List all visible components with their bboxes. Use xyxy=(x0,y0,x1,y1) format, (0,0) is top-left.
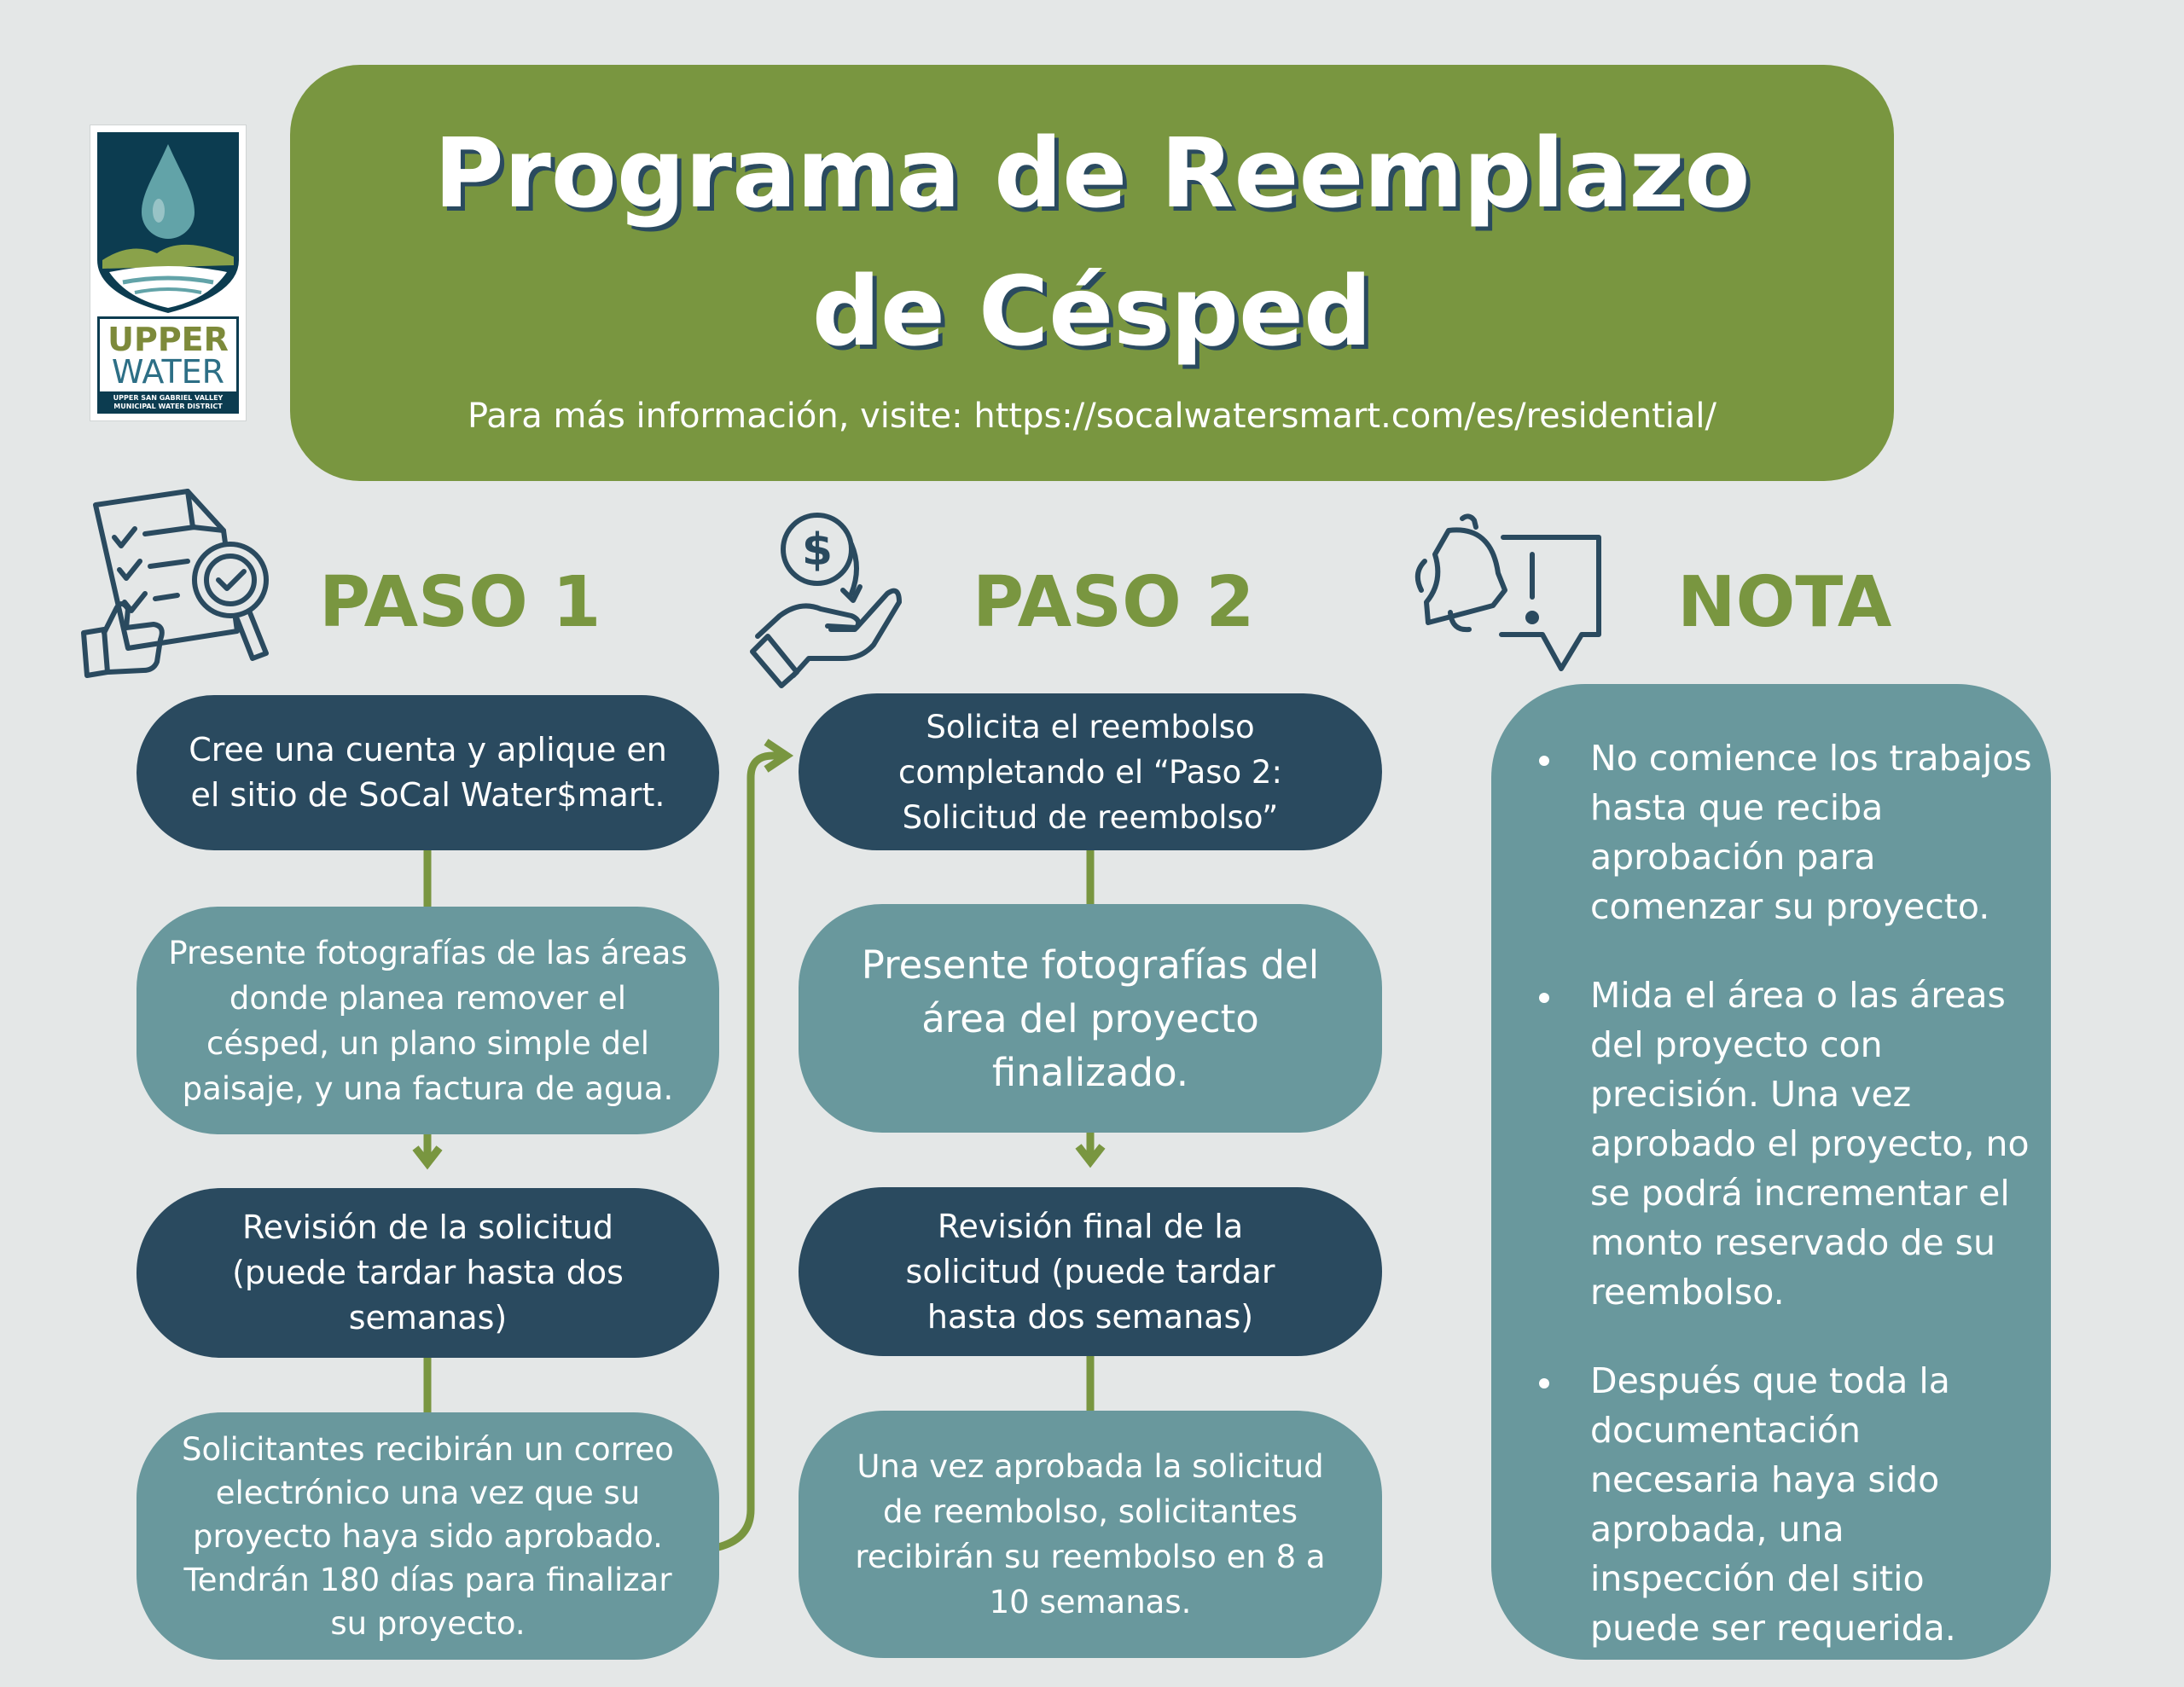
water-drop-shield-icon xyxy=(97,132,239,313)
paso-2-step-3-text: Revisión final de la solicitud (puede ta… xyxy=(905,1207,1275,1336)
paso-2-step-2-text: Presente fotografías del área del proyec… xyxy=(861,942,1320,1095)
paso-2-step-1: Solicita el reembolso completando el “Pa… xyxy=(799,693,1382,850)
bullet-icon xyxy=(1539,993,1549,1003)
svg-text:$: $ xyxy=(802,525,833,576)
logo-subline-2: MUNICIPAL WATER DISTRICT xyxy=(113,403,223,410)
page-title-line-1: Programa de Reemplazo xyxy=(433,119,1751,229)
paso-1-heading: PASO 1 xyxy=(319,562,601,643)
paso-1-step-3-text: Revisión de la solicitud (puede tardar h… xyxy=(232,1209,624,1336)
paso-1-step-2-text: Presente fotografías de las áreas donde … xyxy=(168,934,688,1107)
logo-word-upper: UPPER xyxy=(107,321,229,358)
nota-item: No comience los trabajos hasta que recib… xyxy=(1517,733,2034,931)
logo-word-water: WATER xyxy=(111,353,225,391)
nota-item-text: Mida el área o las áreas del proyecto co… xyxy=(1590,975,2030,1313)
paso-2-step-4: Una vez aprobada la solicitud de reembol… xyxy=(799,1411,1382,1658)
paso-2-step-1-text: Solicita el reembolso completando el “Pa… xyxy=(898,708,1282,836)
nota-heading: NOTA xyxy=(1677,562,1892,643)
nota-list: No comience los trabajos hasta que recib… xyxy=(1517,733,2034,1653)
page-title-line-2: de Césped xyxy=(811,257,1373,368)
paso-2-heading: PASO 2 xyxy=(973,562,1255,643)
document-check-icon xyxy=(81,489,269,678)
nota-item: Mida el área o las áreas del proyecto co… xyxy=(1517,971,2034,1317)
bullet-icon xyxy=(1539,756,1549,766)
paso-1-step-1-text: Cree una cuenta y aplique en el sitio de… xyxy=(189,731,667,814)
nota-item-text: No comience los trabajos hasta que recib… xyxy=(1590,738,2032,927)
nota-item: Después que toda la documentación necesa… xyxy=(1517,1356,2034,1653)
paso-1-step-1: Cree una cuenta y aplique en el sitio de… xyxy=(136,695,719,850)
district-logo: UPPER WATER UPPER SAN GABRIEL VALLEY MUN… xyxy=(90,125,246,420)
nota-box: No comience los trabajos hasta que recib… xyxy=(1491,684,2051,1660)
bell-alert-icon xyxy=(1414,513,1601,671)
info-link[interactable]: Para más información, visite: https://so… xyxy=(467,397,1716,436)
nota-item-text: Después que toda la documentación necesa… xyxy=(1590,1360,1956,1649)
paso-2-step-4-text: Una vez aprobada la solicitud de reembol… xyxy=(855,1448,1326,1620)
logo-subline-1: UPPER SAN GABRIEL VALLEY xyxy=(113,394,224,402)
bullet-icon xyxy=(1539,1378,1549,1388)
paso-1-step-4-text: Solicitantes recibirán un correo electró… xyxy=(182,1430,674,1642)
paso-1-step-4: Solicitantes recibirán un correo electró… xyxy=(136,1412,719,1660)
paso-1-step-2: Presente fotografías de las áreas donde … xyxy=(136,907,719,1134)
paso-1-step-3: Revisión de la solicitud (puede tardar h… xyxy=(136,1188,719,1358)
money-hand-icon: $ xyxy=(750,513,902,688)
paso-2-step-3: Revisión final de la solicitud (puede ta… xyxy=(799,1187,1382,1356)
logo-subline-band xyxy=(97,391,239,414)
paso-2-step-2: Presente fotografías del área del proyec… xyxy=(799,904,1382,1133)
header-banner xyxy=(290,65,1894,481)
